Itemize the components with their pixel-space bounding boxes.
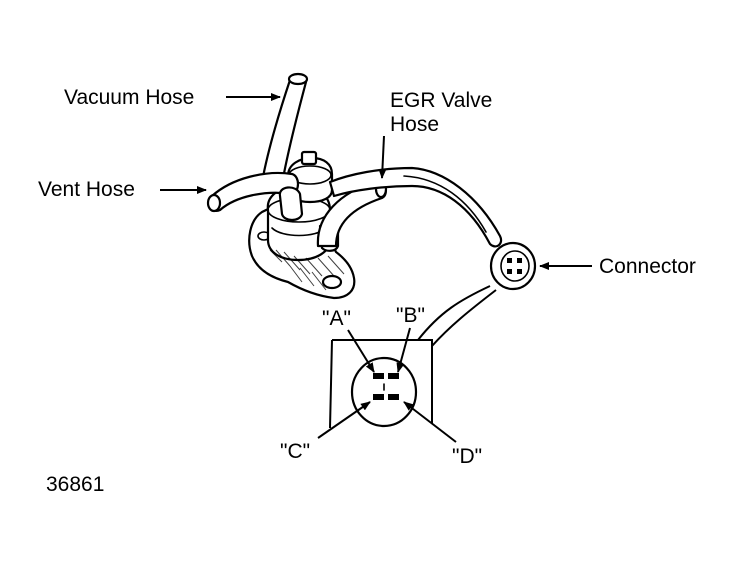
terminal-a-arrow — [347, 329, 375, 373]
terminal-c-pin — [373, 394, 384, 400]
callout-line-right — [431, 289, 497, 347]
terminal-d-arrow — [403, 401, 457, 443]
vacuum-hose-label: Vacuum Hose — [64, 86, 194, 109]
terminal-a-label: "A" — [322, 307, 351, 330]
terminal-c-label: "C" — [280, 440, 310, 463]
enlarged-view-frame — [329, 339, 433, 429]
wiring-harness — [328, 166, 503, 248]
terminal-b-arrow — [396, 327, 411, 373]
egr-valve-hose-label-line1: EGR Valve — [390, 89, 492, 112]
terminal-b-label: "B" — [396, 304, 425, 327]
vent-hose-end — [206, 193, 222, 213]
connector-label: Connector — [599, 255, 696, 278]
terminal-d-pin — [388, 394, 399, 400]
terminal-c-arrow — [317, 401, 371, 439]
vacuum-hose-end — [287, 72, 309, 86]
terminal-b-pin — [388, 373, 399, 379]
vent-hose-label: Vent Hose — [38, 178, 135, 201]
figure-number: 36861 — [46, 473, 104, 496]
connector-housing — [489, 241, 537, 291]
terminal-a-pin — [373, 373, 384, 379]
callout-line-left — [417, 285, 491, 341]
mounting-hole — [321, 274, 343, 290]
terminal-d-label: "D" — [452, 445, 482, 468]
egr-valve-hose-arrow — [378, 135, 387, 179]
egr-valve-hose-label-line2: Hose — [390, 113, 439, 136]
enlarged-connector-face — [350, 356, 418, 428]
